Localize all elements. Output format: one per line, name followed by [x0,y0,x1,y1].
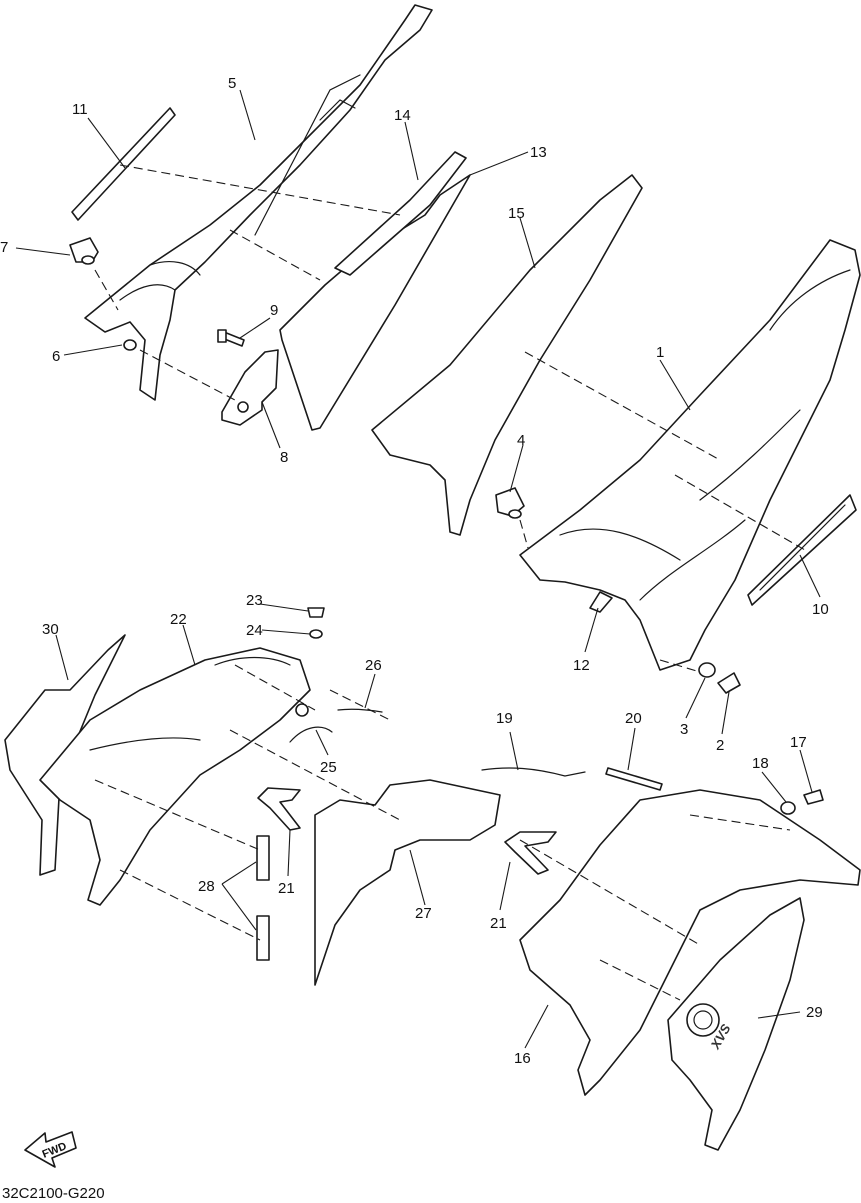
callout-16: 16 [514,1050,531,1067]
part-9-bolt [217,329,245,347]
callout-19: 19 [496,710,513,727]
part-7-grommet [69,237,99,265]
part-26-strip [337,708,383,713]
callout-29: 29 [806,1004,823,1021]
callout-26: 26 [365,657,382,674]
callout-24: 24 [246,622,263,639]
callout-30: 30 [42,621,59,638]
part-2-screw [717,672,741,694]
callout-27: 27 [415,905,432,922]
callout-labels: 1 2 3 4 5 6 7 8 9 10 11 12 13 14 15 16 1… [0,75,829,1067]
part-23-bolt [307,607,325,618]
part-11-strip [71,107,176,221]
leader-lines [15,89,821,1049]
part-6-collar [123,339,137,351]
part-19-trim [481,767,586,777]
callout-17: 17 [790,734,807,751]
callout-21-left: 21 [278,880,295,897]
part-3-washer [698,662,716,678]
callout-5: 5 [228,75,236,92]
part-5-frame-cover [84,4,433,401]
callout-9: 9 [270,302,278,319]
callout-2: 2 [716,737,724,754]
part-4-grommet [495,487,525,519]
callout-12: 12 [573,657,590,674]
callout-1: 1 [656,344,664,361]
callout-23: 23 [246,592,263,609]
part-17-bolt [803,789,824,805]
part-22-cowl [39,647,311,906]
part-18-collar [780,801,796,815]
part-29-decal: XVS [667,897,805,1151]
diagram-code: 32C2100-G220 [2,1185,105,1202]
fwd-arrow-icon: FWD [24,1131,77,1168]
part-25-wire-clip [289,726,333,743]
callout-21-right: 21 [490,915,507,932]
callout-18: 18 [752,755,769,772]
part-8-bracket [221,349,279,426]
callout-20: 20 [625,710,642,727]
callout-8: 8 [280,449,288,466]
callout-6: 6 [52,348,60,365]
callout-7: 7 [0,239,8,256]
callout-22: 22 [170,611,187,628]
callout-15: 15 [508,205,525,222]
callout-25: 25 [320,759,337,776]
callout-11: 11 [72,101,88,118]
callout-10: 10 [812,601,829,618]
assembly-guide-lines [94,164,806,1001]
callout-3: 3 [680,721,688,738]
part-15-inner-panel [371,174,643,536]
part-21-clip-left [257,787,301,831]
part-1-main-side-cover [519,239,861,671]
callout-28: 28 [198,878,215,895]
part-24-washer [309,629,323,639]
part-12-tab [589,591,613,613]
part-14-edge-trim [334,151,467,276]
callout-14: 14 [394,107,411,124]
part-27-inner-panel [314,779,501,986]
part-28-tape [256,835,270,961]
part-20-strip [605,767,663,791]
part-21-clip-right [504,831,557,875]
part-16-lower-cowl [519,789,861,1096]
part-10-decal [747,494,857,606]
callout-13: 13 [530,144,547,161]
callout-4: 4 [517,432,525,449]
